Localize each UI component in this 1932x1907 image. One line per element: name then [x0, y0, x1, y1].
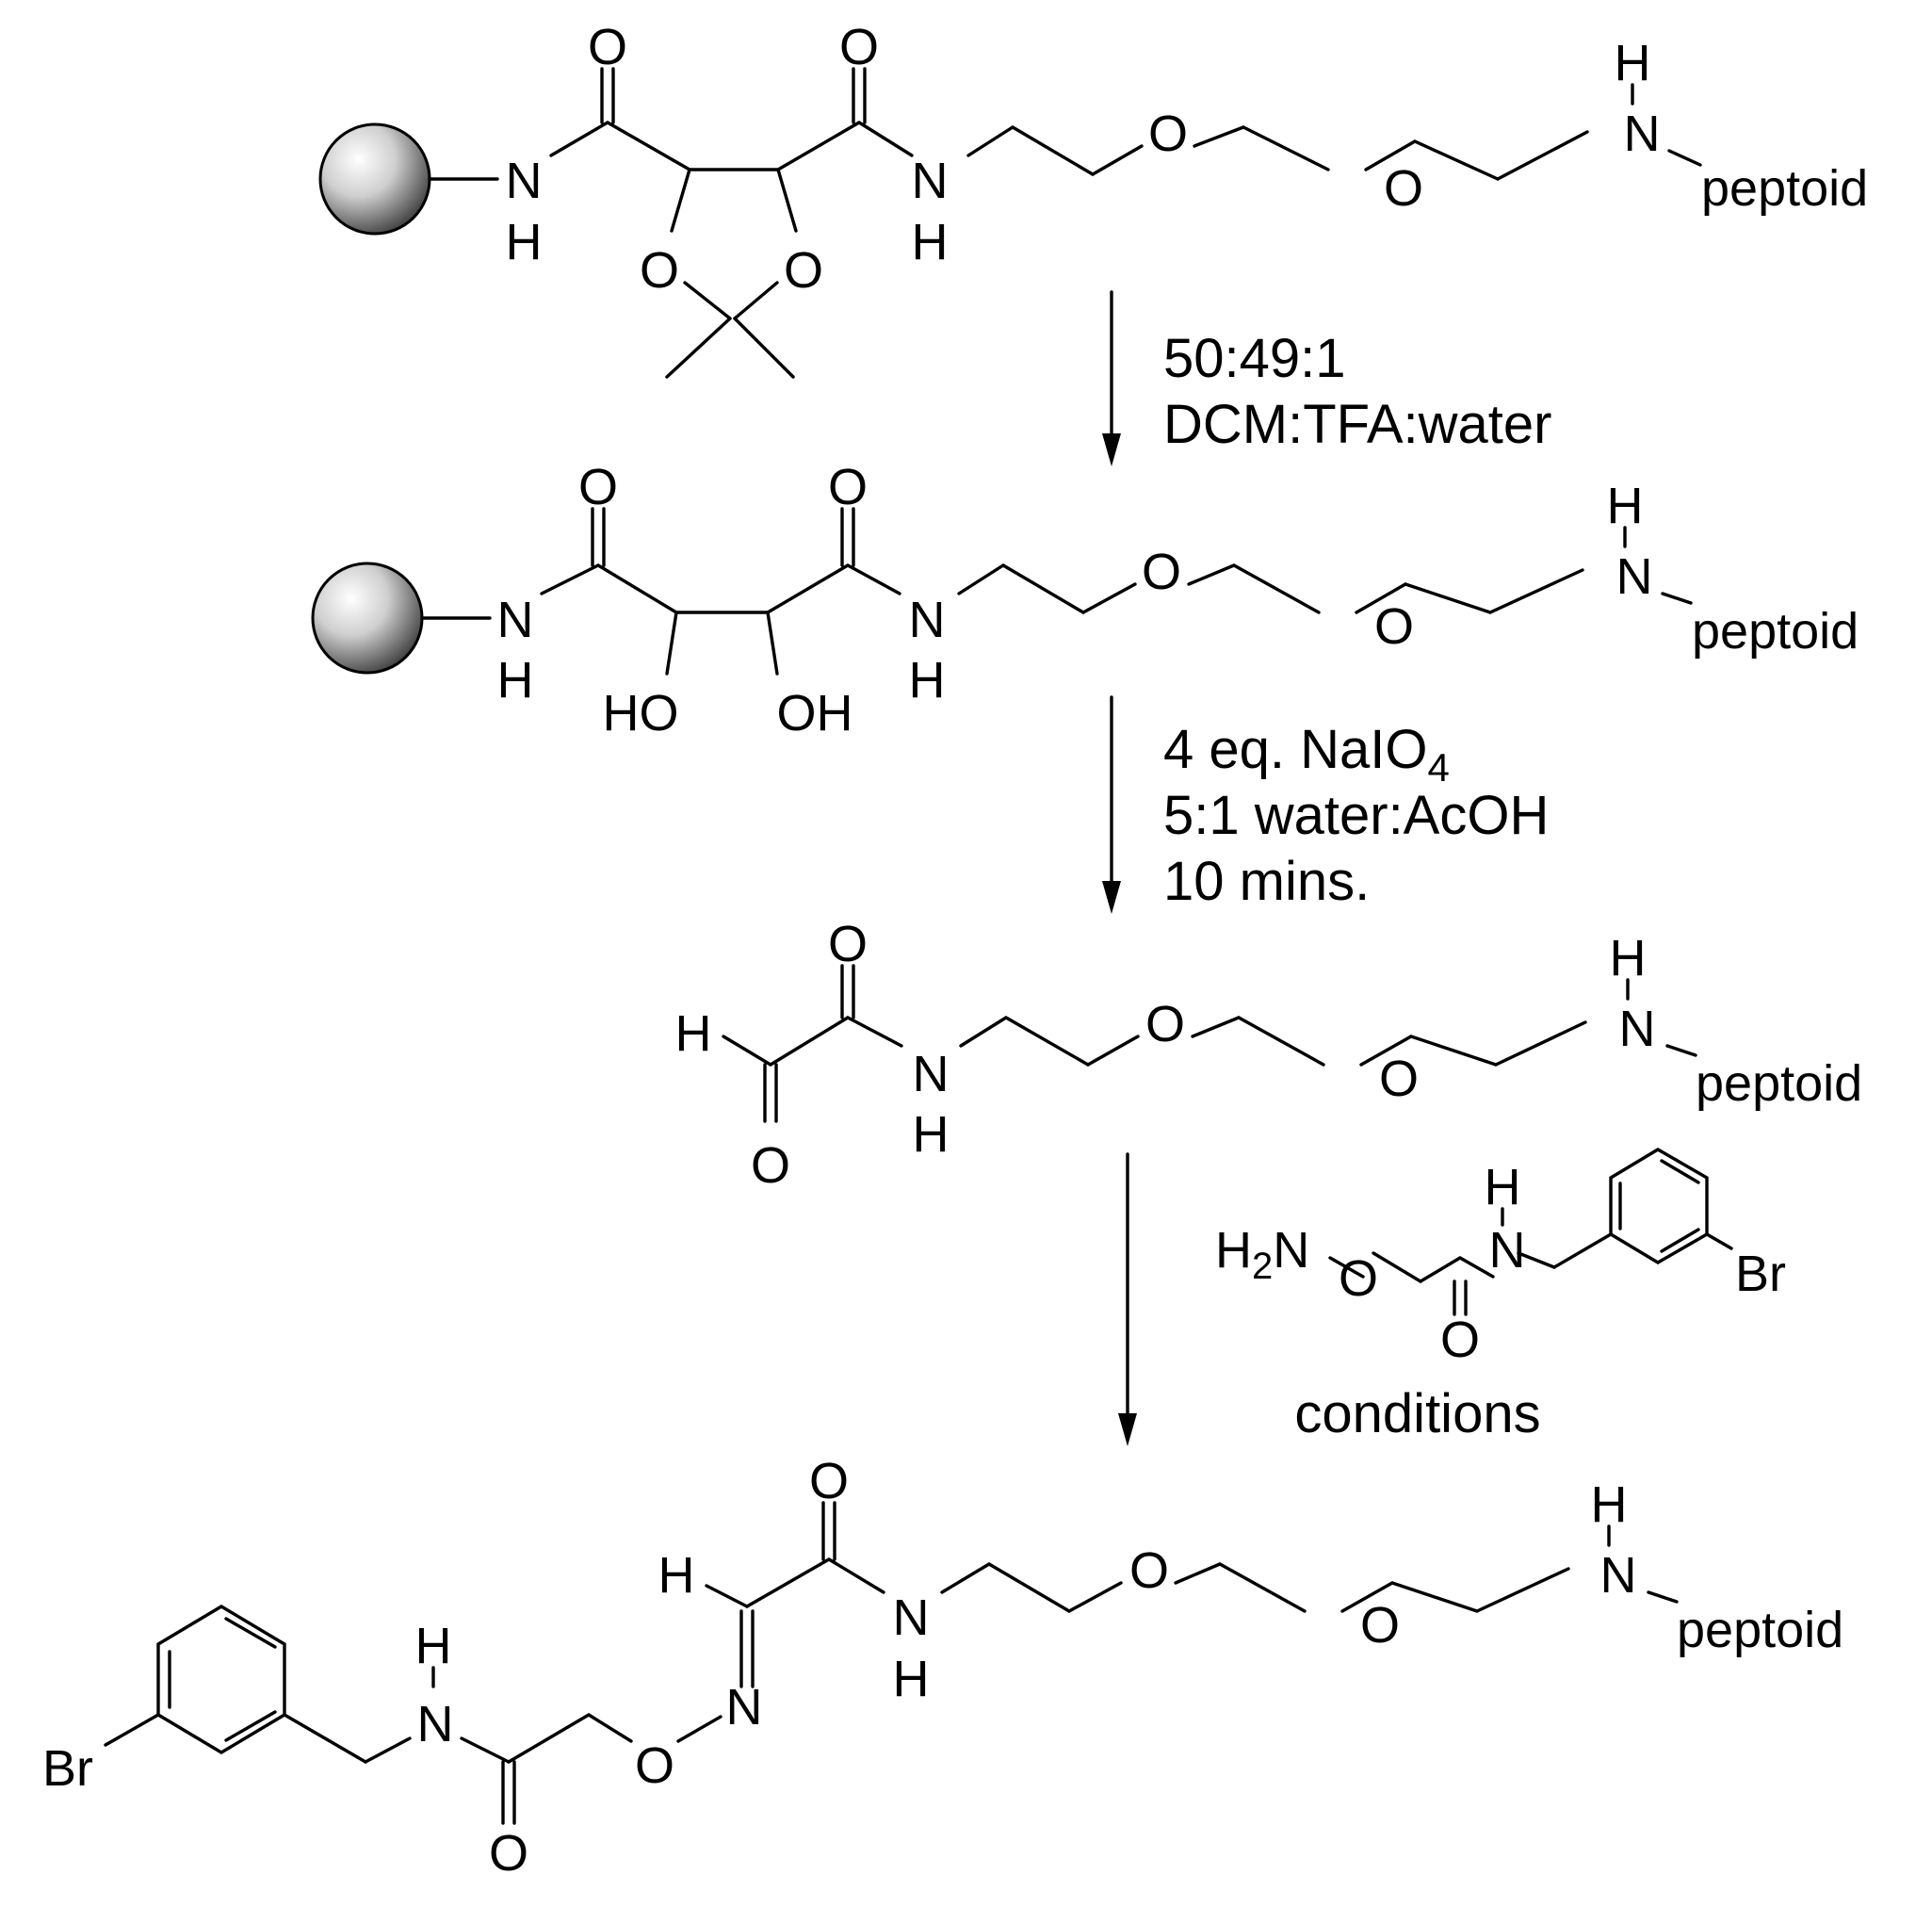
hydroxyl-left: HO [603, 685, 679, 742]
carbonyl-oxygen: O [828, 916, 868, 972]
amide-hydrogen-1: H [506, 214, 543, 270]
structure-1-acetonide: O O N H N H O O O O H N peptoid [318, 19, 1868, 379]
amine-label: H2N [1215, 1222, 1309, 1287]
linker-nitrogen: N [1616, 548, 1653, 605]
aminooxy-oxygen: O [1339, 1250, 1378, 1307]
reaction-arrow-2 [1102, 695, 1121, 914]
reagent-amide-nitrogen: N [1489, 1222, 1526, 1279]
amide-nitrogen-2: N [909, 592, 946, 648]
structure-2-diol: O O N H N H HO OH O O H N peptoid [311, 459, 1859, 742]
oxime-hydrogen: H [658, 1547, 695, 1604]
peptoid-label: peptoid [1677, 1602, 1843, 1658]
linker-nitrogen: N [1619, 1001, 1656, 1057]
reaction-arrow-1 [1102, 290, 1121, 466]
reagent-carbonyl-oxygen: O [1440, 1312, 1480, 1368]
reagent-amide-hydrogen: H [1485, 1159, 1521, 1215]
amine-n: N [1273, 1222, 1309, 1279]
product-bromine: Br [42, 1740, 93, 1797]
ether-oxygen-2: O [1360, 1597, 1400, 1654]
amide-hydrogen: H [893, 1651, 930, 1707]
structure-4-oxime-product: Br H N O O N H O N H O O H N peptoid [42, 1453, 1843, 1882]
structure-3-aldehyde: H O O N H O O H N peptoid [675, 916, 1863, 1194]
ether-oxygen-2: O [1374, 598, 1414, 655]
amine-subscript: 2 [1252, 1246, 1273, 1287]
oxime-ether-oxygen: O [635, 1737, 674, 1794]
ether-oxygen-2: O [1384, 160, 1423, 217]
ratio-text: 50:49:1 [1163, 328, 1346, 389]
benzyl-amide-hydrogen: H [415, 1618, 452, 1674]
reagent-aminooxy-amide: H2N O O H N Br conditions [1215, 1148, 1786, 1444]
ether-oxygen-1: O [1142, 544, 1181, 600]
acetonide-oxygen-right: O [784, 242, 823, 299]
linker-hydrogen: H [1591, 1476, 1628, 1533]
periodate-text: 4 eq. NaIO4 [1163, 719, 1450, 790]
ether-oxygen-1: O [1145, 996, 1185, 1052]
linker-nitrogen: N [1624, 106, 1661, 162]
amide-nitrogen: N [913, 1046, 950, 1102]
carbonyl-oxygen-2: O [828, 459, 868, 515]
reaction-arrow-3 [1118, 1152, 1137, 1446]
linker-hydrogen: H [1607, 478, 1644, 534]
linker-hydrogen: H [1610, 930, 1647, 986]
aldehyde-hydrogen: H [675, 1005, 712, 1062]
carbonyl-oxygen: O [809, 1453, 849, 1509]
oxime-nitrogen: N [726, 1679, 763, 1736]
amide-hydrogen: H [913, 1106, 950, 1163]
amide-hydrogen-1: H [497, 652, 534, 709]
peptoid-label: peptoid [1696, 1055, 1862, 1112]
ether-oxygen-1: O [1129, 1542, 1169, 1599]
acetonide-oxygen-left: O [640, 242, 679, 299]
solvent-text: DCM:TFA:water [1163, 394, 1552, 455]
amide-hydrogen-2: H [909, 652, 946, 709]
peptoid-label: peptoid [1692, 603, 1859, 660]
linker-nitrogen: N [1600, 1547, 1637, 1604]
hydroxyl-right: OH [777, 685, 853, 742]
acetamide-oxygen: O [489, 1825, 528, 1882]
amide-nitrogen: N [893, 1589, 930, 1646]
amine-h: H [1215, 1222, 1252, 1279]
amide-hydrogen-2: H [912, 214, 949, 270]
linker-hydrogen: H [1615, 35, 1651, 91]
amide-nitrogen-2: N [912, 153, 949, 209]
reagent-bromine: Br [1735, 1246, 1786, 1302]
ether-oxygen-2: O [1379, 1051, 1419, 1107]
conditions-step-1: 50:49:1 DCM:TFA:water [1163, 328, 1552, 455]
resin-bead [318, 122, 431, 236]
benzyl-amide-nitrogen: N [417, 1696, 454, 1752]
carbonyl-oxygen-1: O [588, 19, 627, 75]
carbonyl-oxygen-2: O [839, 19, 879, 75]
solvent-text: 5:1 water:AcOH [1163, 785, 1549, 846]
carbonyl-oxygen-1: O [578, 459, 618, 515]
conditions-text: conditions [1294, 1383, 1540, 1444]
periodate-subscript: 4 [1427, 745, 1449, 790]
conditions-step-2: 4 eq. NaIO4 5:1 water:AcOH 10 mins. [1163, 719, 1549, 912]
periodate-main: 4 eq. NaIO [1163, 719, 1427, 780]
resin-bead [311, 562, 424, 675]
ether-oxygen-1: O [1148, 106, 1188, 162]
time-text: 10 mins. [1163, 851, 1370, 912]
peptoid-label: peptoid [1701, 160, 1868, 217]
aldehyde-oxygen: O [751, 1137, 790, 1194]
amide-nitrogen-1: N [497, 592, 534, 648]
amide-nitrogen-1: N [506, 153, 543, 209]
